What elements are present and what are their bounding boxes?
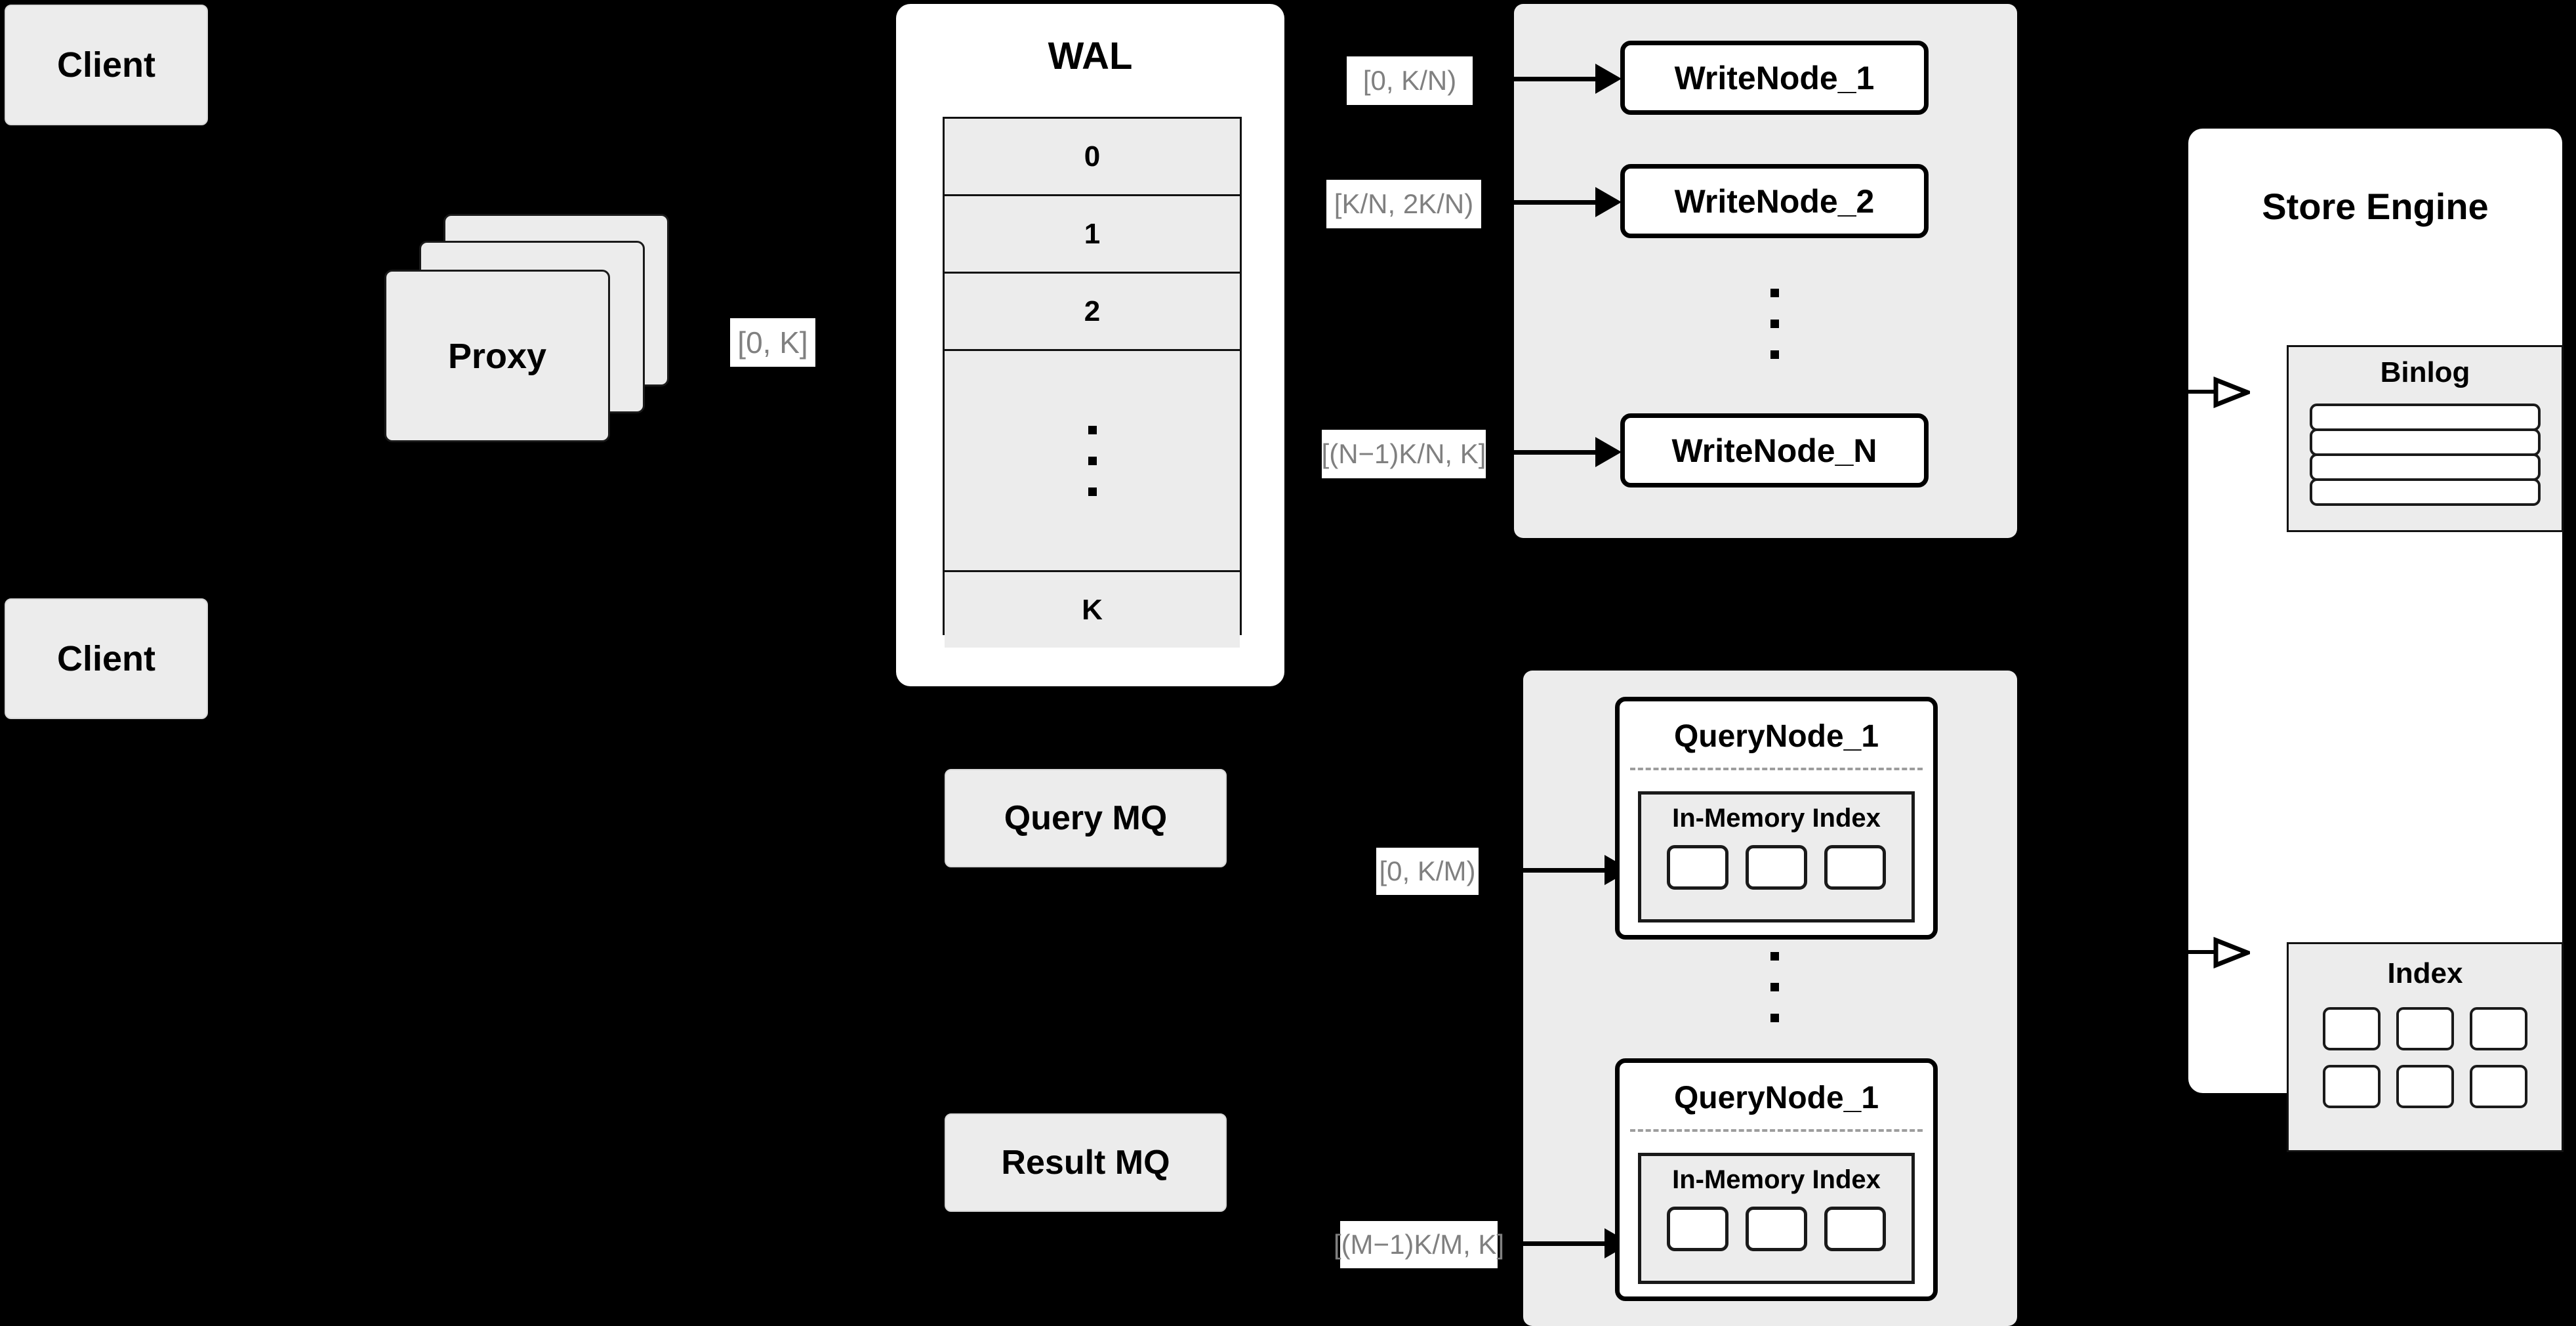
index-cell[interactable] xyxy=(2470,1065,2527,1108)
index-cell[interactable] xyxy=(1667,845,1728,890)
index-cell[interactable] xyxy=(2396,1007,2454,1050)
write-node-2[interactable]: WriteNode_2 xyxy=(1620,164,1929,238)
arrow-line-writenode-1 xyxy=(1514,77,1603,81)
wal-row[interactable]: 0 xyxy=(945,119,1240,196)
store-engine-panel: Store Engine Binlog Index xyxy=(2188,129,2564,1152)
proxy-label: Proxy xyxy=(447,336,547,376)
wal-table: 0 1 2 K xyxy=(943,117,1242,648)
arrow-line-writenode-2 xyxy=(1514,200,1603,205)
client-box-2[interactable]: Client xyxy=(5,598,208,719)
query-node-1-divider xyxy=(1630,768,1923,770)
arrow-head-open-to-index xyxy=(2213,936,2250,969)
index-cell[interactable] xyxy=(2323,1007,2381,1050)
arrow-line-querynode-1 xyxy=(1523,868,1612,873)
binlog-box: Binlog xyxy=(2287,345,2564,532)
wal-panel: WAL 0 1 2 K xyxy=(896,4,1284,686)
arrow-line-querynode-m xyxy=(1523,1241,1612,1246)
edge-label-writenode-2: [K/N, 2K/N) xyxy=(1326,180,1481,228)
in-memory-index-1-title: In-Memory Index xyxy=(1672,804,1881,833)
index-cell[interactable] xyxy=(2470,1007,2527,1050)
query-node-1[interactable]: QueryNode_1 In-Memory Index xyxy=(1615,697,1938,940)
arrow-head-writenode-n xyxy=(1595,437,1622,467)
in-memory-index-2-cells xyxy=(1641,1207,1912,1251)
query-node-1-title: QueryNode_1 xyxy=(1673,719,1879,754)
arrow-head-writenode-1 xyxy=(1595,64,1622,94)
edge-label-writenode-1: [0, K/N) xyxy=(1347,56,1473,105)
query-node-2-divider xyxy=(1630,1129,1923,1132)
index-cell[interactable] xyxy=(2396,1065,2454,1108)
arrow-line-writenode-n xyxy=(1514,450,1603,455)
client-label-1: Client xyxy=(56,45,155,85)
index-cell[interactable] xyxy=(1667,1207,1728,1251)
query-node-2[interactable]: QueryNode_1 In-Memory Index xyxy=(1615,1058,1938,1301)
index-cell[interactable] xyxy=(1824,1207,1886,1251)
index-cell[interactable] xyxy=(1746,845,1807,890)
wal-row[interactable]: K xyxy=(945,572,1240,648)
client-box-1[interactable]: Client xyxy=(5,5,208,125)
binlog-row[interactable] xyxy=(2310,428,2541,456)
binlog-row[interactable] xyxy=(2310,404,2541,431)
arrow-line-to-index xyxy=(2188,950,2217,954)
proxy-box[interactable]: Proxy xyxy=(384,270,610,442)
wal-title: WAL xyxy=(1048,35,1133,77)
in-memory-index-1: In-Memory Index xyxy=(1638,791,1915,922)
wal-row[interactable]: 1 xyxy=(945,196,1240,274)
write-node-1[interactable]: WriteNode_1 xyxy=(1620,41,1929,115)
edge-label-writenode-n: [(N−1)K/N, K] xyxy=(1322,430,1486,478)
index-cell[interactable] xyxy=(1746,1207,1807,1251)
index-cell[interactable] xyxy=(2323,1065,2381,1108)
in-memory-index-1-cells xyxy=(1641,845,1912,890)
binlog-row[interactable] xyxy=(2310,453,2541,481)
edge-label-querynode-1: [0, K/M) xyxy=(1376,848,1479,895)
binlog-rows xyxy=(2310,404,2541,506)
result-mq-box[interactable]: Result MQ xyxy=(945,1113,1227,1212)
query-mq-box[interactable]: Query MQ xyxy=(945,769,1227,867)
arrow-line-to-binlog xyxy=(2188,390,2217,394)
vertical-ellipsis-icon xyxy=(1088,425,1097,496)
query-mq-label: Query MQ xyxy=(1004,799,1168,837)
store-engine-title: Store Engine xyxy=(2262,186,2489,227)
index-grid xyxy=(2323,1007,2527,1108)
wal-row-ellipsis xyxy=(945,351,1240,572)
write-node-n[interactable]: WriteNode_N xyxy=(1620,413,1929,487)
result-mq-label: Result MQ xyxy=(1001,1144,1170,1182)
binlog-row[interactable] xyxy=(2310,478,2541,506)
arrow-head-writenode-2 xyxy=(1595,187,1622,217)
in-memory-index-2-title: In-Memory Index xyxy=(1672,1165,1881,1194)
arrow-head-open-to-binlog xyxy=(2213,376,2250,409)
in-memory-index-2: In-Memory Index xyxy=(1638,1153,1915,1284)
index-box: Index xyxy=(2287,942,2564,1152)
wal-row[interactable]: 2 xyxy=(945,274,1240,351)
write-cluster-ellipsis-icon xyxy=(1767,274,1782,373)
client-label-2: Client xyxy=(56,639,155,678)
index-cell[interactable] xyxy=(1824,845,1886,890)
edge-label-proxy-to-wal: [0, K] xyxy=(730,318,815,367)
binlog-title: Binlog xyxy=(2380,356,2470,388)
index-title: Index xyxy=(2387,957,2463,989)
edge-label-querynode-m: [(M−1)K/M, K] xyxy=(1334,1221,1504,1268)
query-cluster-ellipsis-icon xyxy=(1767,943,1782,1031)
query-node-2-title: QueryNode_1 xyxy=(1673,1081,1879,1115)
